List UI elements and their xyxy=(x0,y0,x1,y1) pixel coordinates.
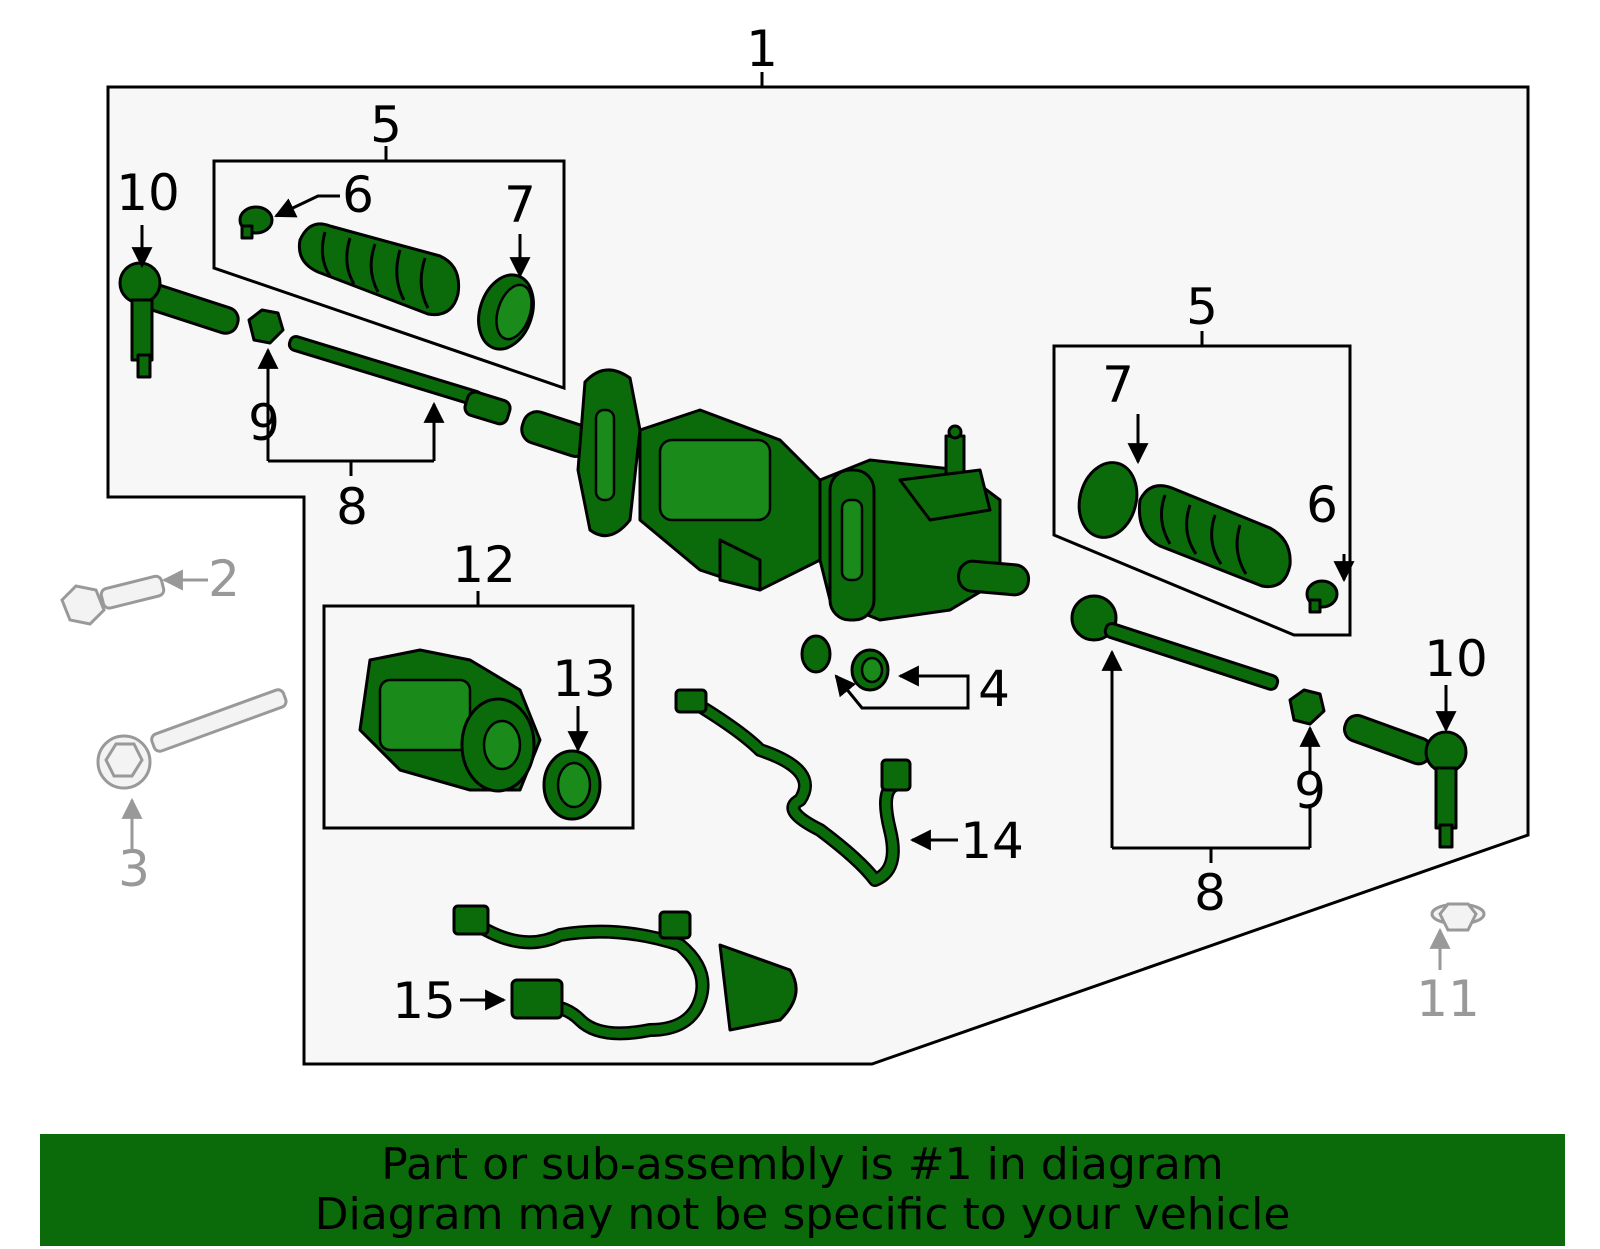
inner-tie-rod-left xyxy=(287,334,512,426)
harness-15 xyxy=(452,904,798,1041)
jam-nut-right xyxy=(1288,688,1326,726)
bolt-2 xyxy=(60,574,166,626)
boot-left xyxy=(297,222,461,317)
callout-2: 2 xyxy=(208,550,240,608)
callout-13: 13 xyxy=(552,650,616,708)
info-banner: Part or sub-assembly is #1 in diagram Di… xyxy=(40,1134,1565,1246)
callout-12: 12 xyxy=(452,536,516,594)
boot-clamp-right xyxy=(1305,579,1339,614)
harness-14 xyxy=(674,688,912,887)
callout-5-right: 5 xyxy=(1186,278,1218,336)
callout-10-left: 10 xyxy=(116,164,180,222)
callout-8-left: 8 xyxy=(336,478,368,536)
callout-3: 3 xyxy=(118,840,150,898)
callout-6-left: 6 xyxy=(342,166,374,224)
callout-6-right: 6 xyxy=(1306,476,1338,534)
boot-kit-box-left xyxy=(212,159,566,391)
grommet-pair xyxy=(800,634,890,692)
banner-line-2: Diagram may not be specific to your vehi… xyxy=(314,1189,1291,1240)
nut-11 xyxy=(1430,902,1486,932)
callout-8-right: 8 xyxy=(1194,864,1226,922)
banner-line-1: Part or sub-assembly is #1 in diagram xyxy=(381,1139,1224,1190)
callout-9-left: 9 xyxy=(248,394,280,452)
callout-11: 11 xyxy=(1416,970,1480,1028)
callout-14: 14 xyxy=(960,812,1024,870)
callout-9-right: 9 xyxy=(1294,762,1326,820)
boot-right xyxy=(1137,484,1292,589)
callout-7-left: 7 xyxy=(504,176,536,234)
callout-7-right: 7 xyxy=(1102,356,1134,414)
motor-assembly xyxy=(358,648,542,793)
bolt-3 xyxy=(96,688,288,790)
tie-rod-end-right xyxy=(1342,713,1468,849)
seal-ring-left xyxy=(477,273,535,351)
callout-10-right: 10 xyxy=(1424,630,1488,688)
callout-5-left: 5 xyxy=(370,96,402,154)
boot-kit-box-right xyxy=(1052,344,1352,637)
callout-4: 4 xyxy=(978,660,1010,718)
motor-seal xyxy=(542,749,602,821)
callout-1: 1 xyxy=(746,20,778,78)
seal-ring-right xyxy=(1077,461,1139,539)
assembly-panel xyxy=(106,85,1530,1066)
tie-rod-end-left xyxy=(118,261,240,379)
jam-nut-left xyxy=(247,308,285,345)
steering-gear-main xyxy=(520,368,1031,622)
inner-tie-rod-right xyxy=(1070,594,1280,691)
callout-15: 15 xyxy=(392,972,456,1030)
boot-clamp-left xyxy=(238,205,274,240)
